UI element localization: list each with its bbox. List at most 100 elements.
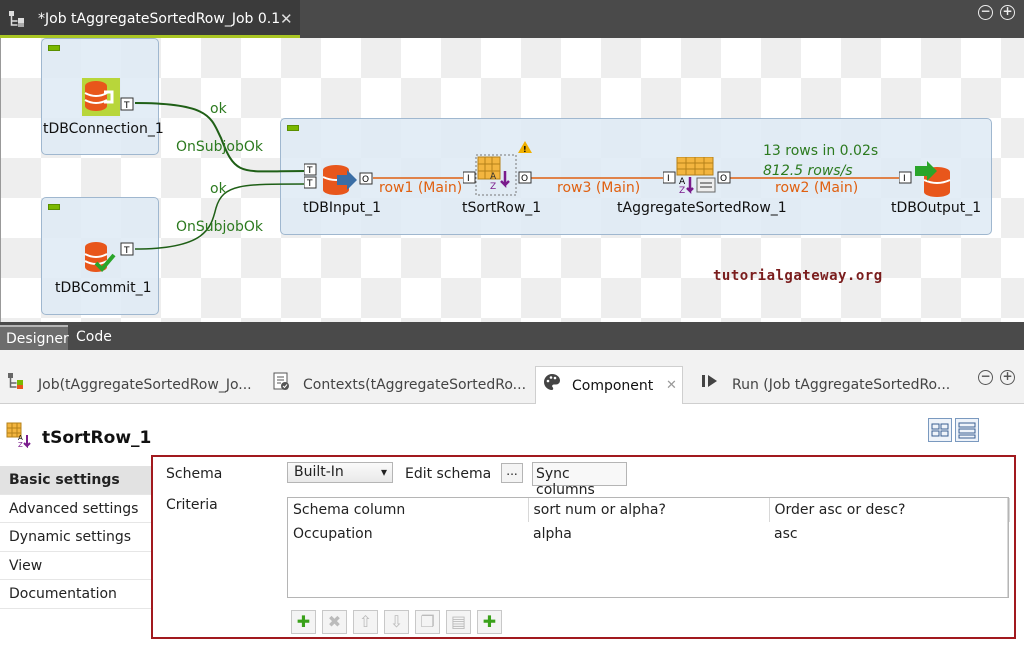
add-row-button[interactable]: ✚ [291,610,316,634]
nav-basic-settings[interactable]: Basic settings [0,466,152,495]
watermark: tutorialgateway.org [713,268,883,284]
edit-schema-label: Edit schema [405,466,492,482]
nav-documentation[interactable]: Documentation [0,580,152,609]
tab-job[interactable]: Job(tAggregateSortedRow_Jo... [6,366,256,404]
tab-run[interactable]: Run (Job tAggregateSortedRo... [700,366,960,404]
criteria-label: Criteria [166,497,218,513]
maximize-icon[interactable]: + [1000,5,1015,20]
svg-text:!: ! [523,145,527,154]
svg-text:O: O [720,174,727,184]
row2-link-label[interactable]: row2 (Main) [775,180,859,196]
layout-rows-icon[interactable] [955,418,979,442]
tab-component-label: Component [572,378,654,394]
paste-button[interactable]: ▤ [446,610,471,634]
tab-contexts-label: Contexts(tAggregateSortedRo... [303,377,527,393]
contexts-icon [273,372,289,390]
tab-contexts[interactable]: Contexts(tAggregateSortedRo... [271,366,531,404]
plus-icon: ✚ [482,612,497,631]
svg-text:I: I [903,174,906,184]
svg-text:A: A [490,172,497,182]
scrollbar[interactable] [1007,498,1008,597]
onsubjobok-label-2[interactable]: OnSubjobOk [176,219,264,235]
add-all-button[interactable]: ✚ [477,610,502,634]
tab-designer[interactable]: Designer [0,325,69,350]
row-rate-stat: 812.5 rows/s [763,163,853,179]
schema-select-value: Built-In [294,464,344,480]
tdbinput-label: tDBInput_1 [303,200,382,216]
table-row[interactable]: Occupation alpha asc [288,522,1010,546]
table-cell[interactable]: alpha [533,526,572,542]
subjob-main [280,118,992,235]
subjob-commit [41,197,159,315]
onsubjobok-link-1 [134,102,307,173]
job-editor-tab[interactable]: *Job tAggregateSortedRow_Job 0.1 ✕ [0,0,300,38]
svg-text:Z: Z [490,182,496,192]
svg-text:T: T [306,179,313,189]
arrow-down-icon: ⇩ [389,612,404,631]
tab-code[interactable]: Code [76,329,112,345]
edit-schema-button[interactable]: ... [501,463,523,483]
tdbcommit-label: tDBCommit_1 [55,280,152,296]
aggregate-icon[interactable]: I AZ O [663,157,733,197]
copy-button[interactable]: ❐ [415,610,440,634]
ok-link-label-1[interactable]: ok [210,101,227,117]
column-header[interactable]: Order asc or desc? [769,498,1010,522]
tsortrow-label: tSortRow_1 [462,200,542,216]
row1-link-label[interactable]: row1 (Main) [379,180,463,196]
db-input-icon[interactable]: T T O [304,163,376,195]
onsubjobok-link-2 [134,183,307,250]
sync-columns-button[interactable]: Sync columns [532,462,627,498]
remove-row-button[interactable]: ✖ [322,610,347,634]
designer-canvas[interactable]: T tDBConnection_1 T tDBCommit_1 T T O tD… [0,38,1024,322]
maximize-icon[interactable]: + [1000,370,1015,385]
db-output-icon[interactable]: I [899,158,955,198]
nav-advanced-settings[interactable]: Advanced settings [0,495,152,524]
row-count-stat: 13 rows in 0.02s [763,143,879,159]
editor-tab-bar: *Job tAggregateSortedRow_Job 0.1 ✕ − + [0,0,1024,38]
run-icon [702,375,717,387]
svg-text:O: O [521,174,528,184]
table-cell[interactable]: Occupation [293,526,373,542]
taggregatesortedrow-label: tAggregateSortedRow_1 [617,200,787,216]
tab-run-label: Run (Job tAggregateSortedRo... [732,377,951,393]
row3-link-label[interactable]: row3 (Main) [557,180,641,196]
db-connection-icon[interactable]: T [82,78,134,118]
basic-settings-panel: Schema Built-In ▾ Edit schema ... Sync c… [151,455,1016,639]
tdboutput-label: tDBOutput_1 [891,200,982,216]
collapse-icon[interactable] [287,125,299,131]
component-title: tSortRow_1 [42,428,152,448]
paste-icon: ▤ [450,612,467,631]
table-header-row: Schema column sort num or alpha? Order a… [288,498,1010,522]
collapse-icon[interactable] [48,204,60,210]
tab-component[interactable]: Component ✕ [535,366,683,404]
onsubjobok-label-1[interactable]: OnSubjobOk [176,139,264,155]
close-icon[interactable]: ✕ [280,10,293,28]
minimize-icon[interactable]: − [978,370,993,385]
schema-select[interactable]: Built-In ▾ [287,462,393,483]
svg-text:T: T [123,246,130,256]
palette-icon [544,374,560,390]
move-up-button[interactable]: ⇧ [353,610,378,634]
sort-row-icon[interactable]: I A Z ! O [463,141,535,197]
collapse-icon[interactable] [48,45,60,51]
svg-text:I: I [467,174,470,184]
close-icon[interactable]: ✕ [666,378,677,393]
svg-text:T: T [306,166,313,176]
job-icon [9,11,24,27]
column-header[interactable]: Schema column [288,498,529,522]
minimize-icon[interactable]: − [978,5,993,20]
table-cell[interactable]: asc [774,526,798,542]
db-commit-icon[interactable]: T [82,239,134,277]
sort-row-icon: AZ [6,422,31,448]
chevron-down-icon: ▾ [380,465,387,479]
criteria-table[interactable]: Schema column sort num or alpha? Order a… [287,497,1010,598]
tab-job-label: Job(tAggregateSortedRow_Jo... [38,377,252,393]
schema-label: Schema [166,466,223,482]
layout-grid-icon[interactable] [928,418,952,442]
move-down-button[interactable]: ⇩ [384,610,409,634]
nav-view[interactable]: View [0,552,152,581]
column-header[interactable]: sort num or alpha? [528,498,770,522]
nav-dynamic-settings[interactable]: Dynamic settings [0,523,152,552]
ok-link-label-2[interactable]: ok [210,181,227,197]
svg-text:I: I [667,174,670,184]
